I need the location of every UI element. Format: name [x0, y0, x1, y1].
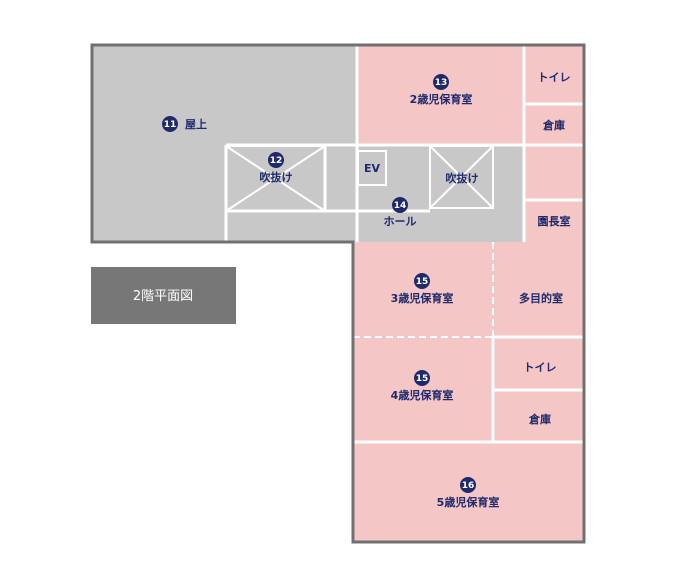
age2-room-label: 2歳児保育室 [410, 92, 473, 106]
svg-text:16: 16 [462, 481, 475, 491]
multipurpose-room-label: 多目的室 [519, 291, 563, 305]
svg-text:12: 12 [270, 156, 283, 166]
svg-text:14: 14 [394, 201, 407, 211]
toilet-mid-label: トイレ [524, 361, 557, 374]
storage-top-label: 倉庫 [542, 118, 565, 132]
void-left-box [225, 145, 326, 212]
badge-15-age3: 15 [414, 273, 430, 289]
floor-title-box [91, 267, 236, 324]
outer-wall [90, 43, 586, 544]
hall-label: ホール [384, 215, 417, 228]
badge-15-age4: 15 [414, 370, 430, 386]
storage-mid-label: 倉庫 [528, 412, 551, 426]
toilet-top-label: トイレ [538, 71, 571, 84]
void-hall-box [429, 145, 494, 209]
void-hall-label: 吹抜け [446, 171, 479, 185]
svg-text:15: 15 [416, 277, 429, 287]
age5-room-label: 5歳児保育室 [437, 495, 500, 509]
age4-room-label: 4歳児保育室 [391, 388, 454, 402]
badge-16: 16 [460, 477, 476, 493]
badge-14: 14 [392, 197, 408, 213]
ev-label: EV [364, 162, 381, 175]
svg-text:15: 15 [416, 374, 429, 384]
dashed-partitions [353, 242, 494, 443]
elevator-box [357, 150, 387, 186]
svg-text:13: 13 [435, 78, 448, 88]
badge-13: 13 [433, 74, 449, 90]
age3-room-label: 3歳児保育室 [391, 291, 454, 305]
badge-12: 12 [268, 152, 284, 168]
floor-title: 2階平面図 [133, 289, 193, 304]
director-area [524, 145, 584, 242]
svg-text:11: 11 [164, 120, 177, 130]
upper-pink-area [357, 45, 584, 145]
director-room-label: 園長室 [538, 214, 571, 228]
badge-11: 11 [162, 116, 178, 132]
rooftop-label: 屋上 [185, 117, 207, 131]
void-left-label: 吹抜け [260, 170, 293, 184]
